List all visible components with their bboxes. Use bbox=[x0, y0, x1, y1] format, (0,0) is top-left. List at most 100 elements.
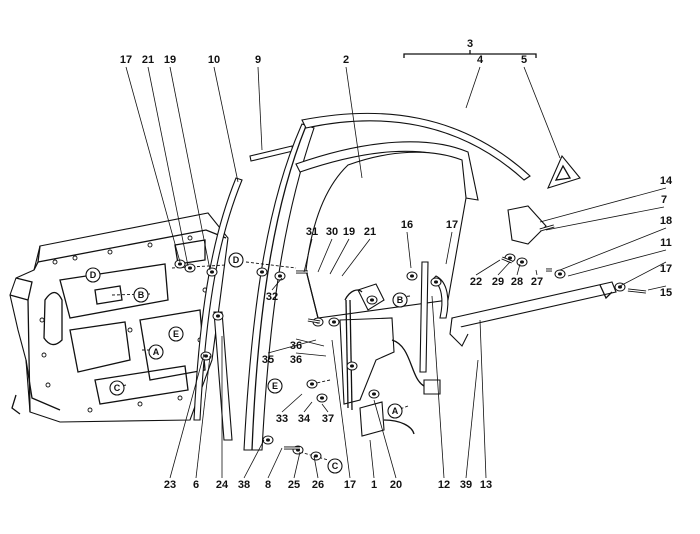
marker-d: D bbox=[85, 267, 101, 283]
marker-a: A bbox=[148, 344, 164, 360]
nut-washer bbox=[174, 259, 186, 269]
leader-line bbox=[345, 66, 363, 179]
callout-26: 26 bbox=[312, 479, 324, 491]
callout-30: 30 bbox=[326, 226, 338, 238]
leader-line bbox=[329, 238, 350, 275]
leader-line bbox=[647, 285, 667, 291]
callout-2: 2 bbox=[343, 54, 349, 66]
marker-d: D bbox=[228, 252, 244, 268]
marker-letter: C bbox=[114, 383, 121, 393]
nut-washer bbox=[206, 267, 218, 277]
bolt bbox=[539, 224, 555, 232]
fasteners bbox=[174, 224, 647, 461]
nut-washer bbox=[346, 361, 358, 371]
leader-line bbox=[479, 319, 487, 479]
callout-32: 32 bbox=[266, 291, 278, 303]
nut-washer bbox=[368, 389, 380, 399]
callout-19: 19 bbox=[343, 226, 355, 238]
callout-22: 22 bbox=[470, 276, 482, 288]
nut-washer bbox=[184, 263, 196, 273]
nut-washer bbox=[306, 379, 318, 389]
quarter-vent-trim bbox=[547, 154, 581, 189]
callout-17: 17 bbox=[344, 479, 356, 491]
marker-letter: B bbox=[397, 295, 404, 305]
callout-1: 1 bbox=[371, 479, 377, 491]
panel-hole bbox=[127, 327, 133, 333]
marker-letter: A bbox=[392, 406, 399, 416]
callout-29: 29 bbox=[492, 276, 504, 288]
group-bracket bbox=[403, 50, 537, 58]
panel-hole bbox=[87, 407, 93, 413]
nut-washer bbox=[310, 451, 322, 461]
bolt bbox=[307, 318, 321, 324]
leader-line bbox=[195, 355, 211, 479]
door-inner-panel bbox=[9, 212, 229, 423]
callout-7: 7 bbox=[661, 194, 667, 206]
leader-line bbox=[257, 66, 263, 151]
marker-e: E bbox=[267, 378, 283, 394]
callout-5: 5 bbox=[521, 54, 527, 66]
callout-11: 11 bbox=[660, 237, 672, 249]
bolt bbox=[501, 256, 513, 264]
marker-letter: D bbox=[90, 270, 97, 280]
callout-17: 17 bbox=[446, 219, 458, 231]
marker-letter: C bbox=[332, 461, 339, 471]
seal-strip bbox=[249, 145, 294, 162]
callout-20: 20 bbox=[390, 479, 402, 491]
panel-hole bbox=[107, 249, 113, 255]
callout-35: 35 bbox=[262, 354, 274, 366]
motor-shaft bbox=[213, 311, 233, 441]
leader-line bbox=[475, 259, 501, 276]
nut-washer bbox=[262, 435, 274, 445]
callout-27: 27 bbox=[531, 276, 543, 288]
leader-line bbox=[465, 66, 481, 109]
panel-hole bbox=[72, 255, 78, 261]
leader-line bbox=[619, 261, 667, 287]
marker-b: B bbox=[133, 287, 149, 303]
leader-line bbox=[293, 451, 301, 479]
leader-line bbox=[445, 231, 453, 265]
leader-line bbox=[539, 187, 667, 223]
marker-a: A bbox=[387, 403, 403, 419]
leader-line bbox=[535, 269, 538, 276]
leader-line bbox=[317, 238, 333, 273]
callout-3: 3 bbox=[467, 38, 473, 50]
nut-washer bbox=[406, 271, 418, 281]
panel-hole bbox=[137, 401, 143, 407]
callout-6: 6 bbox=[193, 479, 199, 491]
marker-letter: E bbox=[173, 329, 179, 339]
marker-e: E bbox=[168, 326, 184, 342]
leader-line bbox=[431, 295, 445, 479]
panel-hole bbox=[41, 352, 47, 358]
callout-9: 9 bbox=[255, 54, 261, 66]
leader-line bbox=[243, 439, 265, 479]
nut-washer bbox=[256, 267, 268, 277]
nut-washer bbox=[430, 277, 442, 287]
callout-36: 36 bbox=[290, 354, 302, 366]
bolt bbox=[627, 288, 647, 294]
leader-line bbox=[303, 238, 313, 273]
nut-washer bbox=[554, 269, 566, 279]
nut-washer bbox=[316, 393, 328, 403]
callout-17: 17 bbox=[120, 54, 132, 66]
callout-18: 18 bbox=[660, 215, 672, 227]
leader-line bbox=[321, 403, 329, 413]
callout-21: 21 bbox=[364, 226, 376, 238]
leader-line bbox=[406, 231, 412, 269]
leader-line bbox=[313, 455, 319, 479]
lower-guide-rail bbox=[449, 281, 617, 347]
callout-28: 28 bbox=[511, 276, 523, 288]
leader-line bbox=[267, 447, 283, 479]
marker-c: C bbox=[327, 458, 343, 474]
leader-line bbox=[465, 359, 479, 479]
callout-25: 25 bbox=[288, 479, 300, 491]
panel-hole bbox=[187, 235, 193, 241]
marker-letter: B bbox=[138, 290, 145, 300]
nut-washer bbox=[328, 317, 340, 327]
callout-24: 24 bbox=[216, 479, 229, 491]
callout-16: 16 bbox=[401, 219, 413, 231]
callout-23: 23 bbox=[164, 479, 176, 491]
